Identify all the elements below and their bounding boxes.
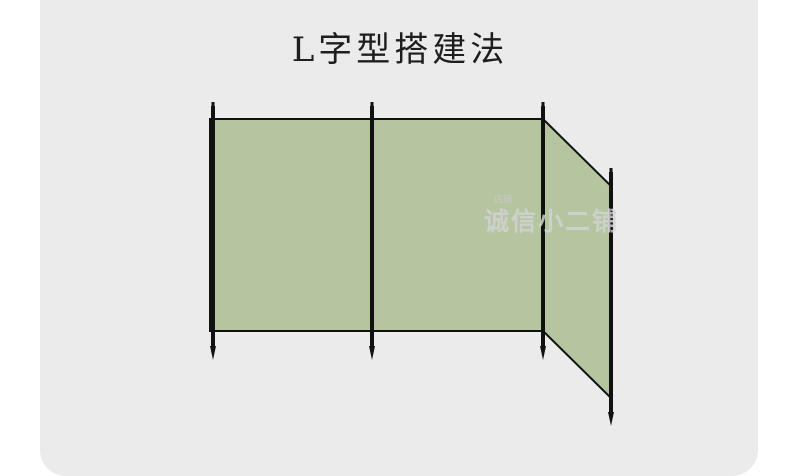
pole-1 bbox=[210, 106, 216, 360]
panel-side bbox=[542, 116, 612, 401]
pole-3 bbox=[540, 106, 546, 360]
page-title: L字型搭建法 bbox=[291, 30, 509, 70]
panel-left bbox=[209, 118, 373, 332]
watermark-text: 诚信小二铺 bbox=[484, 207, 620, 236]
pole-4 bbox=[608, 172, 614, 426]
stake-icon bbox=[210, 346, 216, 360]
pole-tips bbox=[211, 102, 613, 174]
stake-icon bbox=[369, 346, 375, 360]
panel-middle bbox=[371, 118, 544, 332]
pole-2 bbox=[369, 106, 375, 360]
stake-icon bbox=[540, 346, 546, 360]
watermark-small: 店铺 bbox=[494, 195, 513, 205]
stake-icon bbox=[608, 412, 614, 426]
